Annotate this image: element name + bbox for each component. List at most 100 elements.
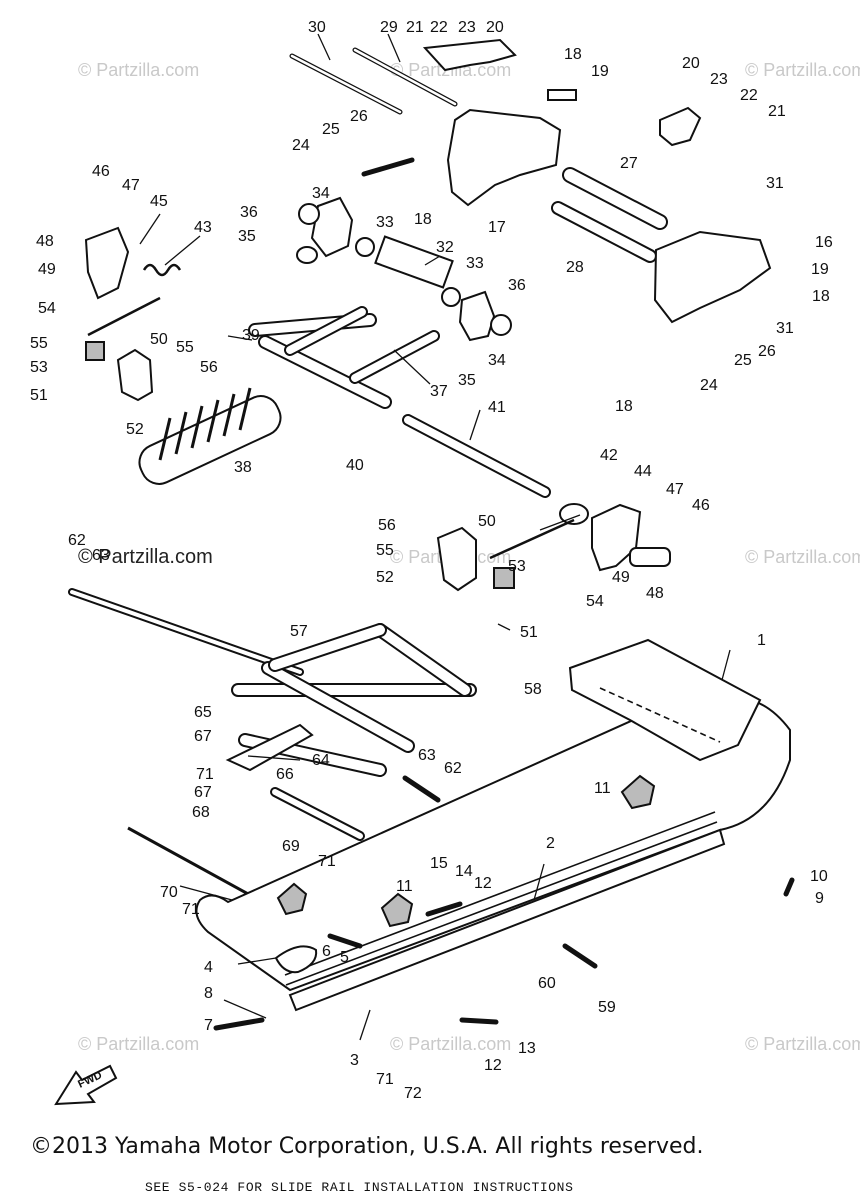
callout: 3 [350,1052,359,1069]
callout: 26 [350,108,368,125]
callout: 2 [546,835,555,852]
callout: 48 [646,585,664,602]
callout: 50 [478,513,496,530]
callout: 17 [488,219,506,236]
callout: 55 [30,335,48,352]
callout: 29 [380,19,398,36]
callout: 55 [176,339,194,356]
callout: 23 [458,19,476,36]
callout: 71 [376,1071,394,1088]
watermark: © Partzilla.com [390,60,511,80]
callout: 9 [815,890,824,907]
callout: 44 [634,463,652,480]
callout: 19 [811,261,829,278]
callout: 49 [38,261,56,278]
callout: 18 [615,398,633,415]
callout: 21 [406,19,424,36]
callout: 24 [292,137,310,154]
callout: 4 [204,959,213,976]
callout: 65 [194,704,212,721]
callout: 51 [30,387,48,404]
callout: 46 [92,163,110,180]
callout: 33 [376,214,394,231]
lower-assembly [68,588,795,1031]
installation-note: SEE S5-024 FOR SLIDE RAIL INSTALLATION I… [145,1180,574,1195]
callout: 68 [192,804,210,821]
callout: 38 [234,459,252,476]
copyright-text: ©2013 Yamaha Motor Corporation, U.S.A. A… [30,1134,704,1159]
callout: 6 [322,943,331,960]
callout: 55 [376,542,394,559]
callout: 64 [312,752,330,769]
callout: 30 [308,19,326,36]
callout: 5 [340,949,349,966]
callout: 47 [122,177,140,194]
callout: 34 [488,352,506,369]
callout: 56 [200,359,218,376]
callout: 32 [436,239,454,256]
callout: 53 [508,558,526,575]
callout: 52 [126,421,144,438]
callout: 72 [404,1085,422,1102]
callout: 1 [757,632,766,649]
callout: 11 [594,780,611,797]
callout: 41 [488,399,506,416]
callout-labels: 1 2 3 4 5 6 7 8 9 10 11 11 12 12 13 14 1… [30,19,833,1102]
callout: 57 [290,623,308,640]
callout: 46 [692,497,710,514]
callout: 8 [204,985,213,1002]
callout: 70 [160,884,178,901]
callout: 12 [484,1057,502,1074]
callout: 22 [740,87,758,104]
callout: 35 [458,372,476,389]
callout: 52 [376,569,394,586]
watermark: © Partzilla.com [745,547,860,567]
leader-lines [139,33,731,1041]
callout: 49 [612,569,630,586]
callout: 25 [322,121,340,138]
callout: 7 [204,1017,213,1034]
callout: 15 [430,855,448,872]
callout: 27 [620,155,638,172]
callout: 47 [666,481,684,498]
callout: 40 [346,457,364,474]
callout: 18 [812,288,830,305]
callout: 28 [566,259,584,276]
watermarks: © Partzilla.com © Partzilla.com © Partzi… [78,60,860,1054]
callout: 39 [242,327,260,344]
callout: 24 [700,377,718,394]
watermark: © Partzilla.com [745,60,860,80]
callout: 12 [474,875,492,892]
callout: 60 [538,975,556,992]
callout: 19 [591,63,609,80]
callout: 42 [600,447,618,464]
callout: 53 [30,359,48,376]
callout: 20 [682,55,700,72]
callout: 63 [418,747,436,764]
callout: 14 [455,863,473,880]
callout: 67 [194,728,212,745]
callout: 34 [312,185,330,202]
callout: 63 [92,547,110,564]
callout: 71 [318,853,336,870]
watermark: © Partzilla.com [78,60,199,80]
watermark: © Partzilla.com [78,1034,199,1054]
callout: 23 [710,71,728,88]
callout: 71 [182,901,200,918]
callout: 54 [38,300,56,317]
callout: 51 [520,624,538,641]
callout: 16 [815,234,833,251]
watermark: © Partzilla.com [745,1034,860,1054]
callout: 18 [564,46,582,63]
callout: 10 [810,868,828,885]
callout: 50 [150,331,168,348]
callout: 36 [508,277,526,294]
watermark: © Partzilla.com [390,1034,511,1054]
upper-assembly [84,38,772,592]
callout: 37 [430,383,448,400]
watermark: © Partzilla.com [78,546,213,568]
callout: 48 [36,233,54,250]
callout: 66 [276,766,294,783]
callout: 21 [768,103,786,120]
